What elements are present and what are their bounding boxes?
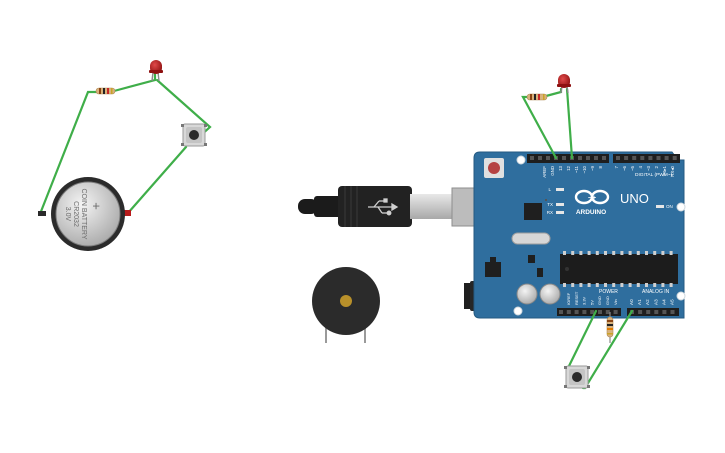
analog-pin-label: A2 xyxy=(645,299,650,305)
top-pin-label: ~6 xyxy=(622,165,627,171)
arduino-logo-icon: −+ xyxy=(574,189,610,205)
analog-pin-label: A0 xyxy=(629,299,634,305)
battery-label-2: CR2032 xyxy=(72,201,79,227)
power-pin-label: 5V xyxy=(589,300,594,305)
analog-header-label: ANALOG IN xyxy=(642,289,670,295)
power-pin-label: GND xyxy=(597,296,602,305)
analog-pin-label: A4 xyxy=(661,299,666,305)
atmega-chip xyxy=(560,251,678,287)
usb-chip xyxy=(524,203,542,220)
analog-pin-label: A1 xyxy=(637,299,642,305)
top-pin-label: 8 xyxy=(598,165,603,168)
battery-label-1: COIN BATTERY xyxy=(80,188,87,239)
analog-header[interactable] xyxy=(627,308,679,316)
led-rx-label: RX xyxy=(547,210,553,215)
top-pin-label: ~3 xyxy=(646,165,651,171)
pushbutton-bottom[interactable] xyxy=(564,365,590,389)
power-pin-label: RESET xyxy=(574,291,579,305)
model-label: UNO xyxy=(620,191,649,206)
logo-symbols: −+ xyxy=(588,195,596,202)
crystal xyxy=(511,232,551,245)
top-pin-label: ~9 xyxy=(590,165,595,171)
top-pin-label: 12 xyxy=(566,165,571,170)
power-pin-label: IOREF xyxy=(566,292,571,305)
top-pin-label: RX◂0 xyxy=(670,165,675,176)
reset-button[interactable] xyxy=(484,158,504,178)
power-header-label: POWER xyxy=(599,289,618,295)
arduino-brand: ARDUINO xyxy=(576,209,606,216)
top-pin-label: GND xyxy=(550,166,555,176)
resistor-pulldown[interactable] xyxy=(606,312,614,343)
top-pin-label: ~10 xyxy=(582,165,587,173)
power-pin-label: GND xyxy=(605,296,610,305)
digital-header-label: DIGITAL (PWM~) xyxy=(635,172,673,178)
analog-pin-label: A3 xyxy=(653,299,658,305)
top-pin-label: 2 xyxy=(654,165,659,168)
battery-circuit: + COIN BATTERY CR2032 3.0V xyxy=(38,60,212,251)
battery-label-3: 3.0V xyxy=(64,207,71,222)
resistor-left[interactable] xyxy=(95,87,116,95)
led-left[interactable] xyxy=(149,60,163,82)
top-pin-label: 13 xyxy=(558,165,563,170)
top-pin-label: TX▸1 xyxy=(662,165,667,176)
usb-symbol-icon xyxy=(368,198,399,216)
pushbutton-left[interactable] xyxy=(181,123,207,147)
power-pin-label: Vin xyxy=(613,299,618,305)
resistor-right-top[interactable] xyxy=(526,93,548,101)
top-pin-label: ~5 xyxy=(630,165,635,171)
piezo-buzzer[interactable] xyxy=(312,267,380,343)
on-label: ON xyxy=(666,204,673,209)
power-header[interactable] xyxy=(557,308,621,316)
led-l-label: L xyxy=(548,187,551,192)
wires-left[interactable] xyxy=(38,72,212,216)
analog-pin-label: A5 xyxy=(670,299,675,305)
power-pin-label: 3.3V xyxy=(582,296,587,305)
status-leds: L TX RX xyxy=(547,187,564,215)
led-right[interactable] xyxy=(557,74,571,94)
digital-header[interactable] xyxy=(527,154,680,163)
top-pin-label: 7 xyxy=(614,165,619,168)
top-pin-label: 4 xyxy=(638,165,643,168)
battery-plus: + xyxy=(89,202,104,210)
led-tx-label: TX xyxy=(547,202,553,207)
top-pin-label: ~11 xyxy=(574,165,579,173)
usb-cable[interactable] xyxy=(298,186,479,227)
coin-battery[interactable]: + COIN BATTERY CR2032 3.0V xyxy=(38,177,131,251)
top-pin-label: AREF xyxy=(542,166,547,178)
capacitors xyxy=(516,283,561,305)
